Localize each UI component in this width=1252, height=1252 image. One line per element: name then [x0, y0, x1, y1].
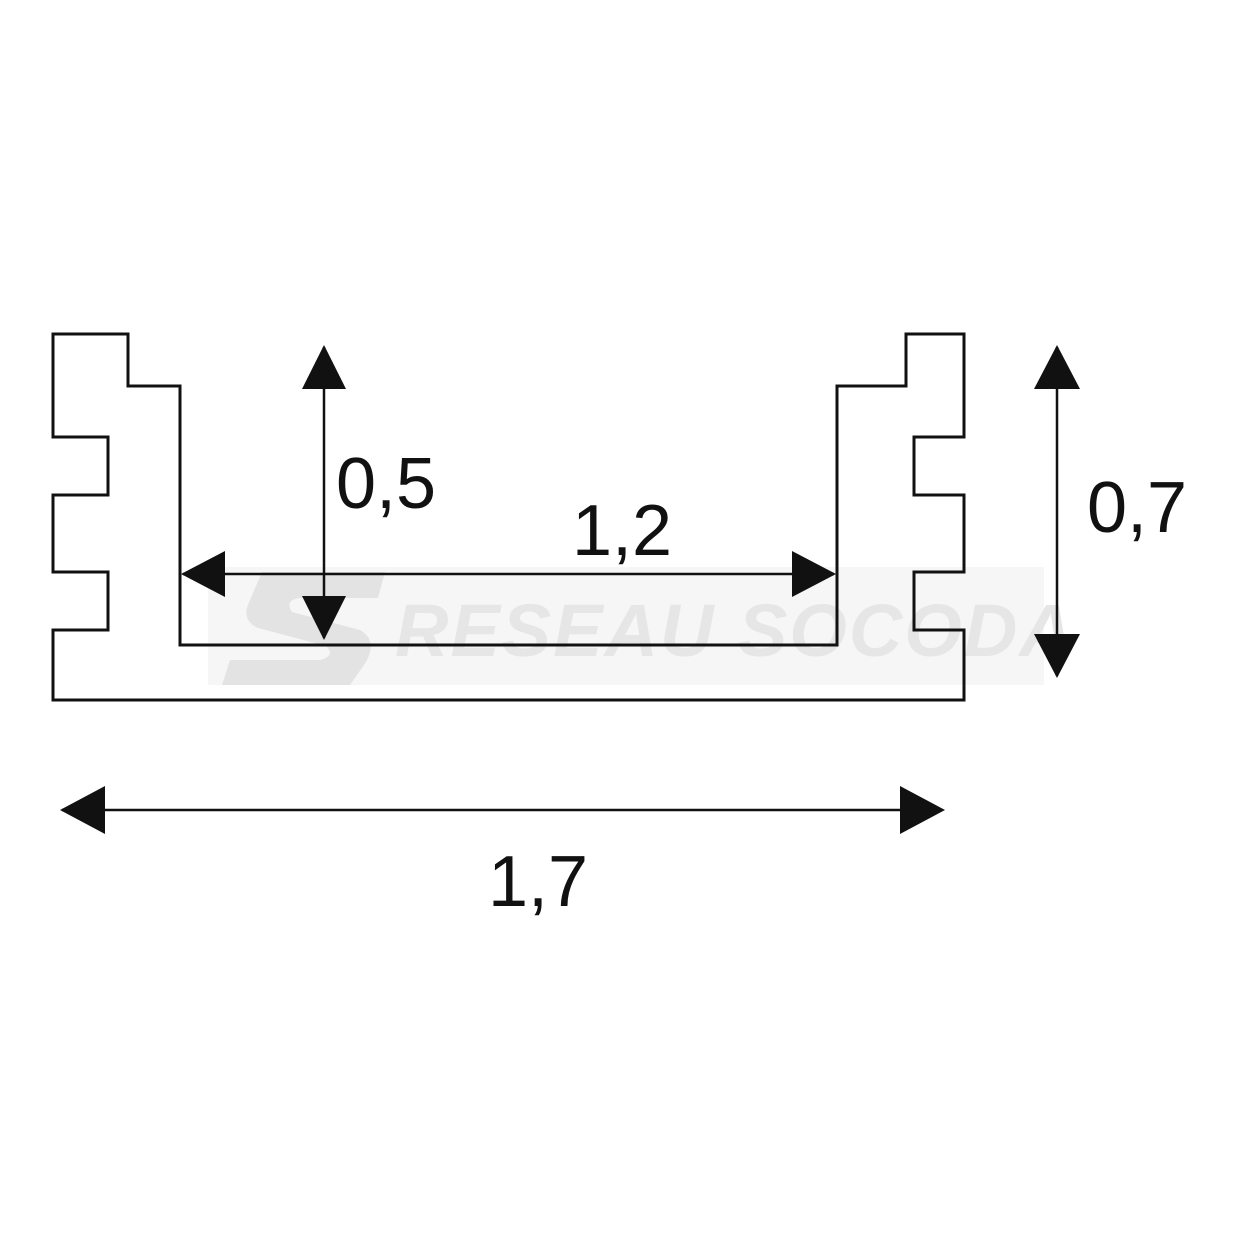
inner-width-label: 1,2 [572, 491, 672, 571]
outer-width-label: 1,7 [488, 842, 588, 922]
inner-width-arrow-left [181, 551, 225, 597]
inner-depth-arrow-down [302, 596, 346, 640]
dimension-outer-width: 1,7 [60, 786, 945, 922]
watermark-text: RESEAU SOCODA [395, 589, 1075, 672]
inner-depth-label: 0,5 [336, 444, 436, 524]
outer-height-arrow-up [1034, 345, 1080, 389]
dimension-outer-height: 0,7 [1034, 345, 1187, 678]
dimension-inner-width: 1,2 [181, 491, 836, 597]
outer-width-arrow-left [60, 786, 105, 834]
inner-width-arrow-right [792, 551, 836, 597]
watermark: RESEAU SOCODA [208, 567, 1075, 685]
inner-depth-arrow-up [302, 345, 346, 389]
outer-height-label: 0,7 [1087, 468, 1187, 548]
watermark-logo [222, 572, 385, 685]
outer-height-arrow-down [1034, 634, 1080, 678]
outer-width-arrow-right [900, 786, 945, 834]
dimension-inner-depth: 0,5 [302, 345, 436, 640]
profile-outline [51, 332, 966, 702]
